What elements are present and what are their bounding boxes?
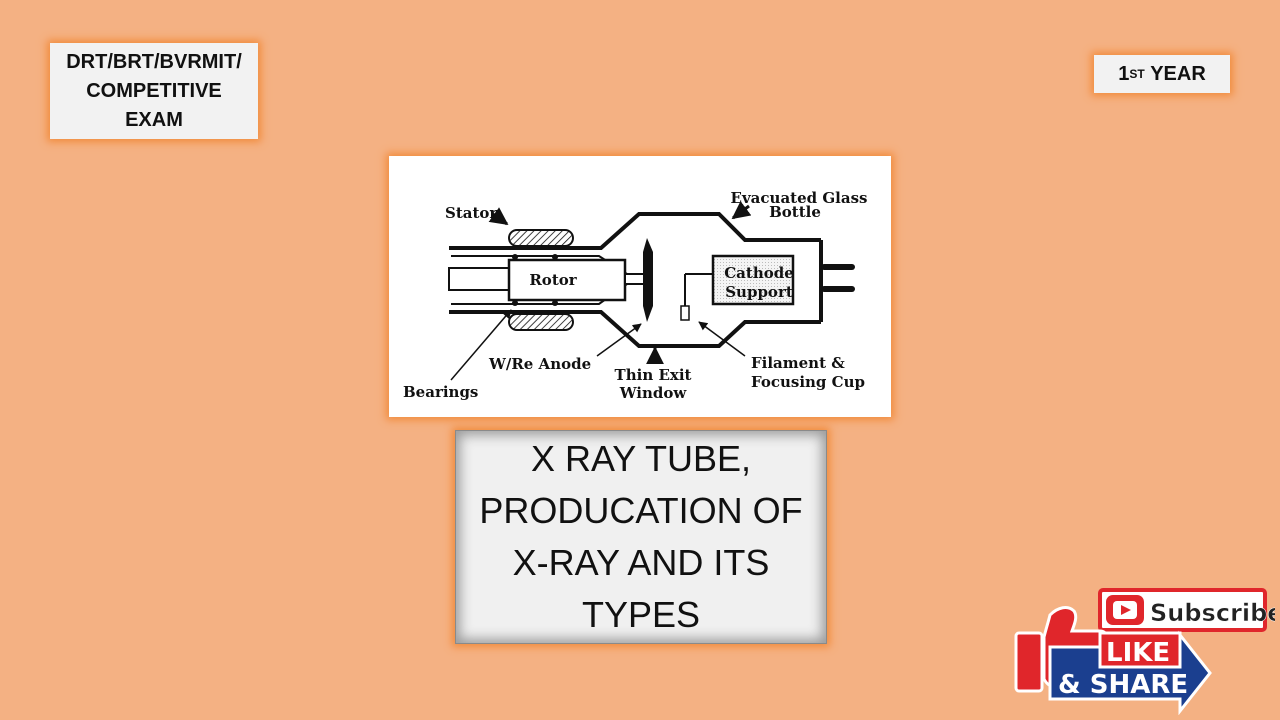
rotor-shaft-left <box>448 267 510 291</box>
label-cathode-2: Support <box>725 283 793 301</box>
leader-lines <box>450 201 752 381</box>
connector-pin-bottom <box>821 286 855 292</box>
stator-coil-bottom <box>508 313 574 331</box>
share-text: & SHARE <box>1058 670 1188 700</box>
title-line-3: X-RAY AND ITS <box>512 542 770 583</box>
year-text: YEAR <box>1150 62 1206 85</box>
title-line-1: X RAY TUBE, <box>530 438 752 479</box>
badge-svg: Subscribe LIKE & SHARE <box>1014 588 1280 716</box>
stator-coil-top <box>508 229 574 247</box>
year-number: 1 <box>1118 62 1130 85</box>
label-evacuated-2: Bottle <box>769 203 821 221</box>
subscribe-text: Subscribe <box>1150 599 1275 627</box>
cathode-support <box>711 254 795 306</box>
label-filament-2: Focusing Cup <box>751 373 865 391</box>
subscribe-like-share-badge[interactable]: Subscribe LIKE & SHARE <box>1010 585 1280 716</box>
like-text: LIKE <box>1106 638 1170 668</box>
label-window-2: Window <box>619 384 688 402</box>
label-bearings: Bearings <box>403 383 478 401</box>
bearings <box>512 254 558 306</box>
title-line-2: PRODUCATION OF <box>479 490 803 531</box>
like-label-bg <box>1098 631 1182 669</box>
label-stator: Stator <box>445 204 498 222</box>
xray-tube-diagram: Stator Evacuated Glass Bottle Rotor Cath… <box>389 156 891 417</box>
label-filament-1: Filament & <box>751 354 845 372</box>
connector-pin-top <box>821 264 855 270</box>
exam-line-3: EXAM <box>125 108 183 131</box>
label-anode: W/Re Anode <box>488 355 591 373</box>
label-evacuated-1: Evacuated Glass <box>731 189 868 207</box>
label-rotor: Rotor <box>529 271 577 289</box>
title-box: X RAY TUBE, PRODUCATION OF X-RAY AND ITS… <box>455 430 827 644</box>
label-cathode-1: Cathode <box>724 264 794 282</box>
label-window-1: Thin Exit <box>615 366 692 384</box>
exam-line-1: DRT/BRT/BVRMIT/ <box>66 50 242 73</box>
xray-tube-svg: Stator Evacuated Glass Bottle Rotor Cath… <box>403 189 868 402</box>
exam-line-2: COMPETITIVE <box>86 79 222 102</box>
title-line-4: TYPES <box>581 594 701 635</box>
filament-cup <box>680 305 690 321</box>
anode-disc <box>643 238 653 322</box>
exam-label-box: DRT/BRT/BVRMIT/ COMPETITIVE EXAM <box>50 43 258 139</box>
